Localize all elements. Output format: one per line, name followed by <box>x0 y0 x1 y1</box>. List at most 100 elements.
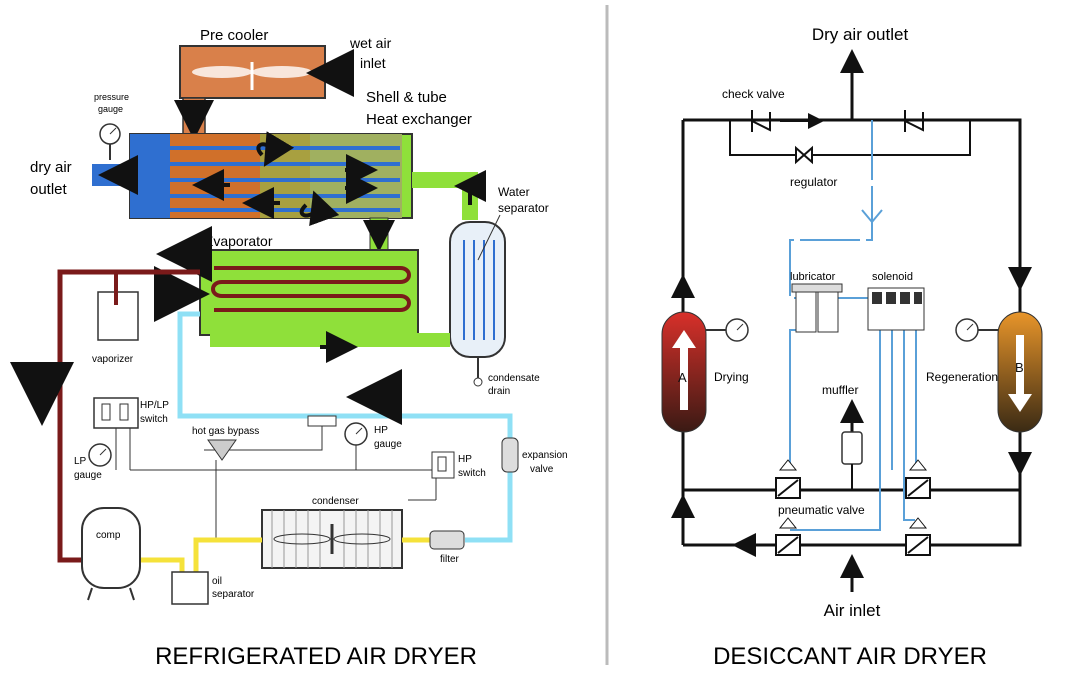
filter-to-expansion-line <box>465 470 513 543</box>
separator-label: separator <box>498 201 549 215</box>
hot-gas-bypass-valve-icon <box>207 439 237 461</box>
filter-label: filter <box>440 554 460 565</box>
hot-gas-bypass-line <box>204 425 323 451</box>
lp-gauge-label: gauge <box>74 470 102 481</box>
hp-lp-label: HP/LP <box>140 400 169 411</box>
tower-b-gauge-needle <box>966 323 974 331</box>
separator-inlet-arrow <box>454 170 486 205</box>
check-valve-left-icon <box>751 110 771 132</box>
hp-switch-label-2: switch <box>458 468 486 479</box>
desiccant-dryer-caption: DESICCANT AIR DRYER <box>713 643 987 670</box>
lubricator-bowl-2 <box>817 287 839 333</box>
pressure-gauge-needle <box>109 127 117 135</box>
hp-gauge-label-1: HP <box>374 425 388 436</box>
regeneration-label: Regeneration <box>926 370 998 384</box>
oil-separator-box <box>171 571 209 605</box>
solenoid-coils <box>872 292 922 304</box>
pilot-to-left-valve-line <box>789 329 815 470</box>
drying-label: Drying <box>714 370 749 384</box>
hp-switch-label-1: HP <box>458 454 472 465</box>
hot-gas-bypass-tee <box>307 415 337 427</box>
regulator-bypass-line <box>729 120 971 156</box>
hp-lp-switch-knob-1 <box>101 403 111 421</box>
hot-gas-bypass-label: hot gas bypass <box>192 426 259 437</box>
compressor-foot-left <box>87 587 93 601</box>
pneumatic-valve-bottom-left <box>775 517 801 556</box>
tower-a-gauge-needle <box>736 323 744 331</box>
pilot-flow-chevron <box>861 209 883 224</box>
exchanger-swirl-arrow-2 <box>299 190 340 227</box>
evaporator-coil <box>211 266 411 312</box>
pressure-label: pressure <box>94 92 129 102</box>
solenoid-label: solenoid <box>872 271 913 283</box>
pre-cooler-fan-blade-right <box>252 66 312 78</box>
water-separator-leader <box>477 214 501 261</box>
hp-gauge-needle <box>355 427 363 435</box>
hp-switch-knob <box>437 456 447 472</box>
exchanger-swirl-arrow-1 <box>256 131 295 167</box>
condenser-fins <box>271 510 393 568</box>
dry-air-outlet-label: Dry air outlet <box>812 25 909 44</box>
refrigerated-dryer-caption: REFRIGERATED AIR DRYER <box>155 643 477 670</box>
pneumatic-valve-top-left <box>775 459 801 499</box>
evaporator-box <box>199 249 419 336</box>
lp-label: LP <box>74 456 87 467</box>
pneumatic-valve-bottom-right <box>905 517 931 556</box>
vaporizer-label: vaporizer <box>92 354 134 365</box>
condensate-label: condensate <box>488 373 540 384</box>
heat-exchanger-outlet-header <box>130 134 170 218</box>
lubricator-head <box>791 283 843 293</box>
valve-label: valve <box>530 464 554 475</box>
tower-b-label: B <box>1015 360 1024 375</box>
tower-a-label: A <box>678 370 687 385</box>
oil-separator-label: separator <box>212 589 255 600</box>
condenser-fan-blade-left <box>273 533 331 545</box>
pneumatic-valve-label: pneumatic valve <box>778 503 865 517</box>
exchanger-to-separator-pipe <box>412 172 478 220</box>
lubricator-bowl-1 <box>795 287 817 333</box>
oil-label: oil <box>212 576 222 587</box>
muffler-icon <box>841 431 863 465</box>
inlet-label: inlet <box>360 55 386 71</box>
filter-icon <box>429 530 465 550</box>
refrigerant-liquid-line <box>177 311 513 440</box>
compressor-body <box>81 507 141 589</box>
tower-b-flow-arrowhead <box>1008 394 1032 412</box>
pre-cooler-fan-blade-left <box>192 66 252 78</box>
shell-tube-label: Shell & tube <box>366 89 447 106</box>
hp-lp-switch-knob-2 <box>119 403 129 421</box>
compressor-discharge-line <box>140 537 262 578</box>
drain-label: drain <box>488 386 510 397</box>
expansion-valve-icon <box>501 437 519 473</box>
water-separator-tubes <box>463 240 495 340</box>
check-valve-right-icon <box>904 110 924 132</box>
air-inlet-label: Air inlet <box>824 601 881 620</box>
condensate-drain-icon <box>473 377 483 387</box>
evaporator-label: Evaporator <box>204 233 273 249</box>
desiccant-dryer-diagram: Dry air outlet check valve regulator <box>661 25 1043 670</box>
tower-a-flow-arrowhead <box>672 330 696 348</box>
pre-cooler-label: Pre cooler <box>200 27 268 44</box>
water-label: Water <box>498 185 530 199</box>
muffler-label: muffler <box>822 383 858 397</box>
solenoid-output-lines <box>790 330 917 531</box>
condenser-label: condenser <box>312 496 359 507</box>
dry-air-label: dry air <box>30 159 72 176</box>
lubricator-label: lubricator <box>790 271 836 283</box>
compressor-foot-right <box>129 587 135 601</box>
lp-gauge-needle <box>99 448 107 456</box>
expansion-label: expansion <box>522 450 568 461</box>
water-separator-vessel <box>449 221 506 358</box>
condenser-fan-blade-right <box>333 533 391 545</box>
regulator-label: regulator <box>790 175 837 189</box>
heat-exchanger-label: Heat exchanger <box>366 111 472 128</box>
pressure-gauge-label: gauge <box>98 104 123 114</box>
outlet-label: outlet <box>30 181 68 198</box>
switch-label: switch <box>140 414 168 425</box>
wet-air-label: wet air <box>349 35 392 51</box>
hp-lp-switch-box <box>93 397 139 429</box>
hp-gauge-label-2: gauge <box>374 439 402 450</box>
comp-label: comp <box>96 530 121 541</box>
